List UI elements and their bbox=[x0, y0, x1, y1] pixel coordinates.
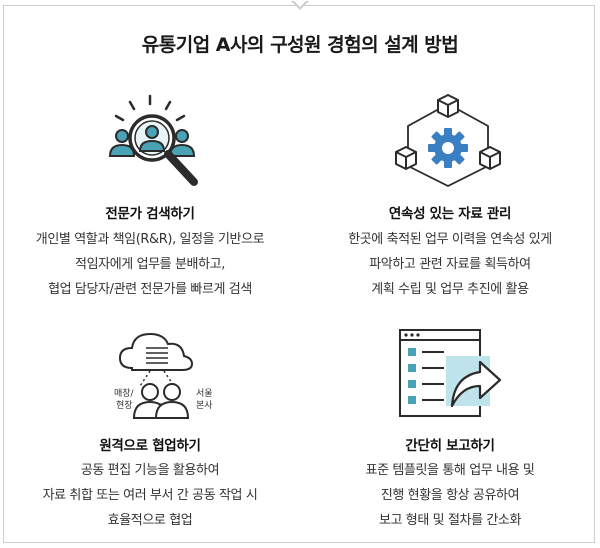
page-title: 유통기업 A사의 구성원 경험의 설계 방법 bbox=[141, 34, 459, 56]
card-heading: 전문가 검색하기 bbox=[105, 206, 195, 222]
svg-text:매장/: 매장/ bbox=[114, 388, 135, 399]
card-heading: 원격으로 협업하기 bbox=[99, 438, 201, 454]
expert-search-icon bbox=[108, 94, 198, 186]
svg-text:서울: 서울 bbox=[196, 388, 213, 399]
svg-text:현장: 현장 bbox=[116, 400, 133, 411]
card-heading: 연속성 있는 자료 관리 bbox=[388, 206, 512, 222]
card-heading: 간단히 보고하기 bbox=[405, 438, 495, 454]
report-share-icon bbox=[399, 329, 502, 417]
cloud-collaboration-icon: 매장/ 현장 서울 본사 bbox=[114, 332, 213, 419]
gear-network-icon bbox=[395, 94, 501, 188]
svg-text:본사: 본사 bbox=[196, 400, 213, 411]
